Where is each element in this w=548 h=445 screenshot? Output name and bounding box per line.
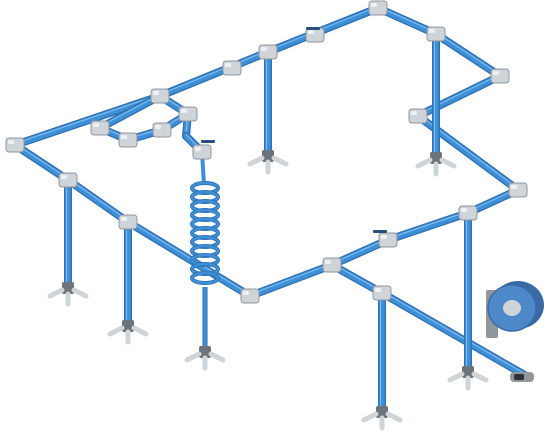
pipe-highlight	[249, 262, 333, 296]
outlet-body	[376, 406, 388, 418]
fitting-highlight	[381, 235, 387, 239]
outlet-port-right	[131, 325, 149, 337]
outlet-port-right	[439, 157, 457, 169]
outlet-port-right	[471, 371, 489, 383]
base-layer	[47, 150, 489, 431]
pipe-highlight	[435, 31, 501, 76]
pipe-segment	[125, 219, 253, 299]
pipe-highlight	[417, 73, 501, 116]
valve-icon	[306, 27, 320, 30]
fitting-highlight	[371, 3, 377, 7]
fitting-highlight	[511, 185, 517, 189]
fitting-highlight	[375, 288, 381, 292]
outlet-port-left	[247, 155, 265, 167]
pipe-highlight	[377, 5, 437, 34]
outlet-port-left	[47, 287, 65, 299]
fitting-highlight	[243, 291, 249, 295]
pipe-highlight	[14, 93, 161, 145]
outlet-body	[430, 152, 442, 164]
valve-icon	[201, 140, 215, 143]
fitting-highlight	[493, 71, 499, 75]
fitting-highlight	[325, 260, 331, 264]
pipe-segment	[433, 31, 503, 79]
fitting-highlight	[8, 140, 14, 144]
pipe-segment	[379, 290, 531, 380]
pipe-segment	[415, 73, 503, 119]
reel-hub	[503, 300, 521, 316]
outlet-port-left	[361, 411, 379, 423]
pipe-segment	[385, 210, 471, 243]
fitting-highlight	[121, 135, 127, 139]
outlet-body	[62, 282, 74, 294]
outlet-port-right	[71, 287, 89, 299]
outlet-port-left	[415, 157, 433, 169]
reel-nozzle-tip	[514, 374, 524, 380]
outlet-body	[262, 150, 274, 162]
pipe-segment	[247, 262, 335, 299]
coiled-hose-icon	[190, 151, 220, 352]
fitting-highlight	[153, 91, 159, 95]
fitting-highlight	[93, 123, 99, 127]
outlet-port-left	[107, 325, 125, 337]
fitting-highlight	[181, 109, 187, 113]
fitting-highlight	[61, 175, 67, 179]
outlet-port-right	[208, 351, 226, 363]
pipe-highlight	[99, 93, 161, 128]
outlet-port-left	[447, 371, 465, 383]
hose-coil-loop-inner	[190, 271, 220, 285]
pipe-segment	[157, 49, 271, 99]
fitting-highlight	[121, 217, 127, 221]
pipe-highlight	[159, 49, 269, 96]
fitting-highlight	[195, 147, 201, 151]
pipe-segment	[12, 93, 163, 148]
pipe-layer	[11, 4, 532, 416]
pipe-highlight	[387, 210, 469, 240]
fitting-highlight	[308, 30, 314, 34]
fitting-highlight	[461, 208, 467, 212]
fitting-highlight	[225, 63, 231, 67]
pipe-segment	[97, 93, 163, 131]
fitting-highlight	[429, 29, 435, 33]
outlet-body	[122, 320, 134, 332]
pipe-highlight	[381, 290, 529, 377]
pipe-highlight	[67, 177, 129, 222]
fitting-highlight	[155, 125, 161, 129]
outlet-body	[199, 346, 211, 358]
fittings-layer	[5, 0, 528, 304]
valve-icon	[373, 230, 387, 233]
pipe-segment	[375, 5, 439, 37]
pipe-highlight	[127, 219, 251, 296]
fitting-highlight	[261, 47, 267, 51]
outlet-port-left	[184, 351, 202, 363]
fitting-highlight	[411, 111, 417, 115]
hose-reel-icon	[486, 281, 544, 382]
outlet-port-right	[271, 155, 289, 167]
outlet-port-right	[385, 411, 403, 423]
outlet-body	[462, 366, 474, 378]
pipe-segment	[65, 177, 131, 225]
